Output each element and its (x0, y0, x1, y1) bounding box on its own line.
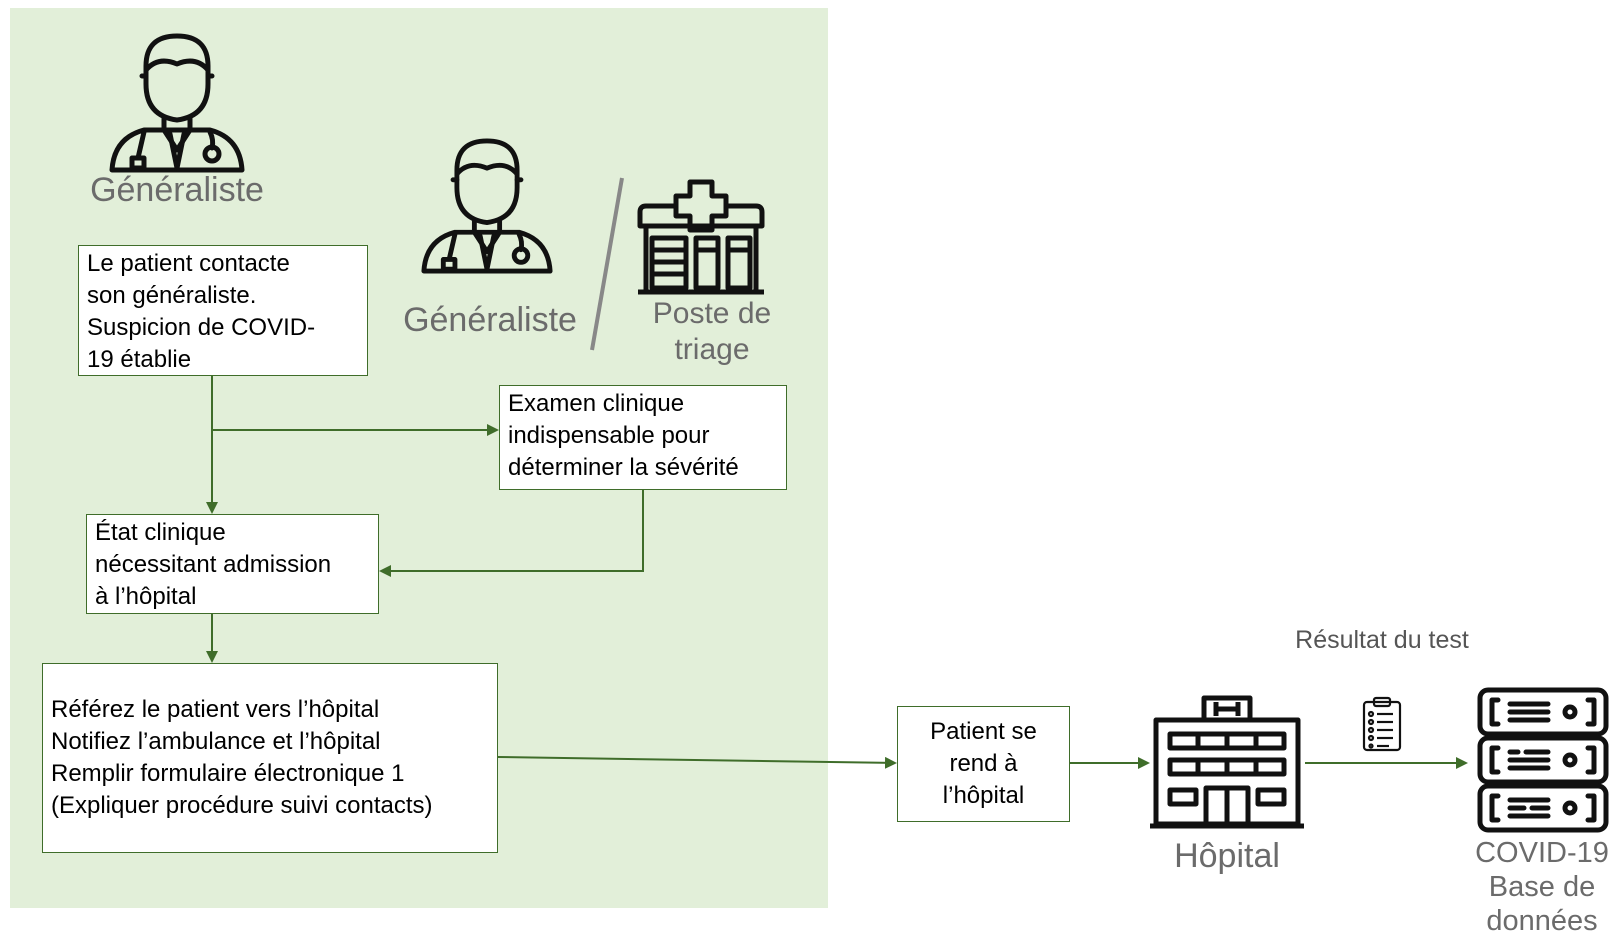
doctor-icon (421, 138, 553, 274)
hospital-label: Hôpital (1174, 837, 1280, 875)
arrow-exam-to-admission (379, 490, 644, 577)
step-refer-to-hospital: Référez le patient vers l’hôpital Notifi… (42, 663, 498, 853)
hospital-icon (1150, 695, 1304, 829)
server-icon (1477, 687, 1609, 833)
triage-label: Poste de triage (652, 297, 772, 366)
clipboard-icon (1362, 696, 1402, 752)
gp-top-label: Généraliste (90, 171, 264, 209)
gp-mid-label: Généraliste (403, 301, 577, 339)
test-result-label: Résultat du test (1295, 626, 1469, 654)
database-label: COVID-19 Base de données (1475, 837, 1609, 937)
step-clinical-exam: Examen clinique indispensable pour déter… (499, 385, 787, 490)
clinic-icon (637, 179, 765, 295)
step-admission-required: État clinique nécessitant admission à l’… (86, 514, 379, 614)
step-patient-goes-hospital: Patient se rend à l’hôpital (897, 706, 1070, 822)
step-patient-contacts-gp: Le patient contacte son généraliste. Sus… (78, 245, 368, 376)
doctor-icon (109, 33, 245, 173)
arrow-refer-to-go-hospital (497, 756, 897, 769)
